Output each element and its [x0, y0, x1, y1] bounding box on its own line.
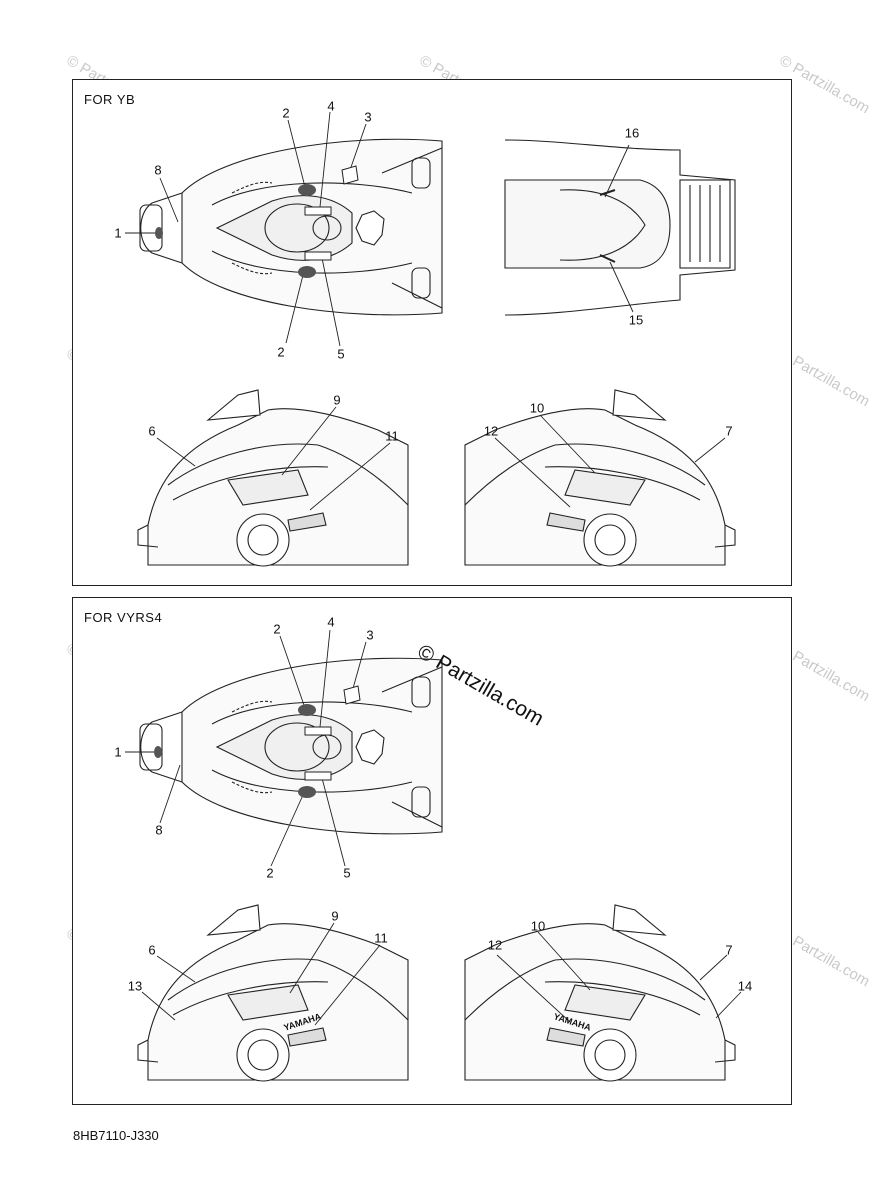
callout-9: 9 — [333, 392, 341, 408]
callout-10: 10 — [530, 918, 546, 934]
callout-15: 15 — [628, 312, 644, 328]
callout-7: 7 — [725, 942, 733, 958]
callout-2: 2 — [266, 865, 274, 881]
callout-4: 4 — [327, 98, 335, 114]
callout-4: 4 — [327, 614, 335, 630]
callout-2: 2 — [277, 344, 285, 360]
callout-13: 13 — [127, 978, 143, 994]
callout-11: 11 — [374, 930, 388, 946]
callout-5: 5 — [343, 865, 351, 881]
callout-8: 8 — [154, 162, 162, 178]
callout-6: 6 — [148, 423, 156, 439]
callout-3: 3 — [366, 627, 374, 643]
callout-7: 7 — [725, 423, 733, 439]
callout-2: 2 — [273, 621, 281, 637]
callout-2: 2 — [282, 105, 290, 121]
callout-5: 5 — [337, 346, 345, 362]
callout-1: 1 — [114, 744, 122, 760]
part-code: 8HB7110-J330 — [73, 1128, 159, 1143]
callout-10: 10 — [529, 400, 545, 416]
callout-9: 9 — [331, 908, 339, 924]
panel-title: FOR YB — [84, 92, 136, 107]
callout-14: 14 — [737, 978, 753, 994]
callout-6: 6 — [148, 942, 156, 958]
callout-3: 3 — [364, 109, 372, 125]
callout-16: 16 — [624, 125, 640, 141]
callout-12: 12 — [487, 937, 503, 953]
callout-8: 8 — [155, 822, 163, 838]
panel-title: FOR VYRS4 — [84, 610, 163, 625]
callout-12: 12 — [483, 423, 499, 439]
callout-11: 11 — [385, 428, 399, 444]
callout-1: 1 — [114, 225, 122, 241]
